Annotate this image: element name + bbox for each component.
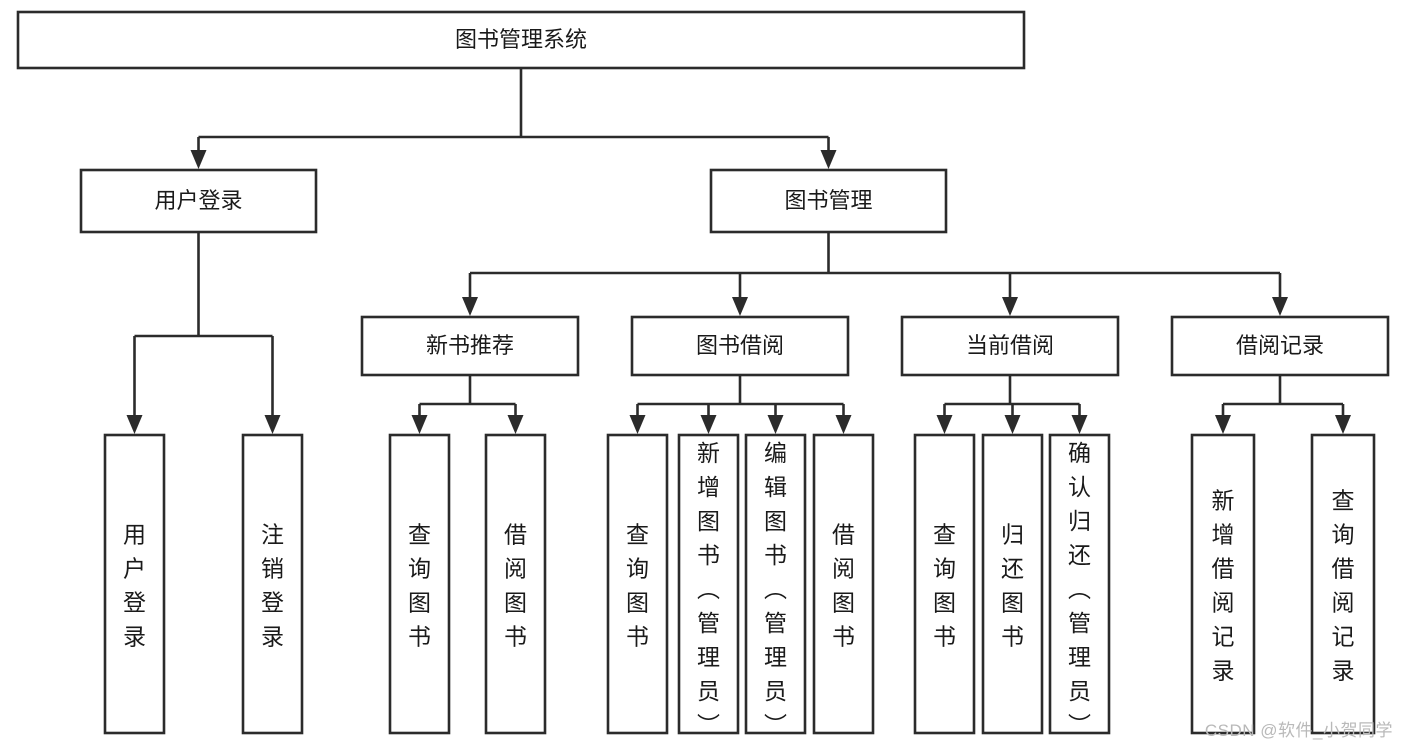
node-box-leaf-query-book-current bbox=[913, 433, 976, 735]
node-label-user-login: 用户登录 bbox=[154, 188, 242, 213]
node-box-new-book-recommend bbox=[360, 315, 580, 377]
node-label-leaf-query-book-borrow: 查询图书 bbox=[626, 522, 649, 650]
arrow-head-leaf-user-login bbox=[126, 415, 143, 434]
arrow-head-leaf-add-borrow-record bbox=[1215, 415, 1231, 434]
node-leaf-logout[interactable]: 注销登录 bbox=[241, 433, 304, 735]
node-box-leaf-logout bbox=[241, 433, 304, 735]
node-box-current-borrow bbox=[900, 315, 1120, 377]
node-label-leaf-edit-book-admin: 编辑图书︵管理员︶ bbox=[764, 440, 787, 738]
node-box-leaf-borrow-book-recommend bbox=[484, 433, 547, 735]
node-label-leaf-logout: 注销登录 bbox=[261, 522, 284, 650]
node-book-management[interactable]: 图书管理 bbox=[709, 168, 948, 234]
node-leaf-edit-book-admin[interactable]: 编辑图书︵管理员︶ bbox=[744, 433, 807, 738]
node-new-book-recommend[interactable]: 新书推荐 bbox=[360, 315, 580, 377]
node-box-leaf-query-book-recommend bbox=[388, 433, 451, 735]
node-box-leaf-borrow-book bbox=[812, 433, 875, 735]
arrow-head-leaf-query-book-recommend bbox=[411, 415, 428, 434]
node-label-leaf-return-book: 归还图书 bbox=[1001, 522, 1024, 650]
node-root[interactable]: 图书管理系统 bbox=[16, 10, 1026, 70]
arrow-head-leaf-confirm-return-admin bbox=[1071, 415, 1088, 434]
node-label-book-borrow: 图书借阅 bbox=[696, 333, 784, 358]
node-label-current-borrow: 当前借阅 bbox=[966, 333, 1054, 358]
node-box-leaf-add-book-admin bbox=[677, 433, 740, 735]
arrow-head-borrow-record bbox=[1272, 297, 1288, 316]
arrow-head-leaf-query-book-borrow bbox=[629, 415, 646, 434]
node-label-root: 图书管理系统 bbox=[455, 27, 587, 52]
node-current-borrow[interactable]: 当前借阅 bbox=[900, 315, 1120, 377]
node-label-leaf-add-borrow-record: 新增借阅记录 bbox=[1212, 488, 1235, 684]
node-label-leaf-borrow-book-recommend: 借阅图书 bbox=[504, 522, 527, 650]
node-box-leaf-add-borrow-record bbox=[1190, 433, 1256, 735]
node-leaf-query-book-current[interactable]: 查询图书 bbox=[913, 433, 976, 735]
node-box-leaf-edit-book-admin bbox=[744, 433, 807, 735]
node-leaf-query-book-borrow[interactable]: 查询图书 bbox=[606, 433, 669, 735]
node-borrow-record[interactable]: 借阅记录 bbox=[1170, 315, 1390, 377]
node-box-leaf-user-login bbox=[103, 433, 166, 735]
node-label-leaf-query-book-recommend: 查询图书 bbox=[408, 522, 431, 650]
node-box-leaf-confirm-return-admin bbox=[1048, 433, 1111, 735]
node-box-root bbox=[16, 10, 1026, 70]
arrow-head-book-management bbox=[820, 150, 837, 169]
arrow-head-leaf-add-book-admin bbox=[700, 415, 717, 434]
node-leaf-user-login[interactable]: 用户登录 bbox=[103, 433, 166, 735]
arrow-head-user-login bbox=[190, 150, 207, 169]
node-leaf-query-book-recommend[interactable]: 查询图书 bbox=[388, 433, 451, 735]
node-label-leaf-query-borrow-record: 查询借阅记录 bbox=[1332, 488, 1355, 684]
node-leaf-add-book-admin[interactable]: 新增图书︵管理员︶ bbox=[677, 433, 740, 738]
node-leaf-confirm-return-admin[interactable]: 确认归还︵管理员︶ bbox=[1048, 433, 1111, 738]
node-label-leaf-add-book-admin: 新增图书︵管理员︶ bbox=[697, 440, 720, 738]
node-leaf-query-borrow-record[interactable]: 查询借阅记录 bbox=[1310, 433, 1376, 735]
node-box-leaf-query-borrow-record bbox=[1310, 433, 1376, 735]
node-box-leaf-query-book-borrow bbox=[606, 433, 669, 735]
connectors-layer bbox=[126, 68, 1351, 434]
nodes-layer: 图书管理系统用户登录图书管理新书推荐图书借阅当前借阅借阅记录用户登录注销登录查询… bbox=[16, 10, 1390, 738]
node-box-leaf-return-book bbox=[981, 433, 1044, 735]
node-leaf-borrow-book-recommend[interactable]: 借阅图书 bbox=[484, 433, 547, 735]
arrow-head-leaf-borrow-book bbox=[835, 415, 852, 434]
node-leaf-borrow-book[interactable]: 借阅图书 bbox=[812, 433, 875, 735]
node-box-book-management bbox=[709, 168, 948, 234]
node-label-book-management: 图书管理 bbox=[784, 188, 872, 213]
node-box-borrow-record bbox=[1170, 315, 1390, 377]
arrow-head-leaf-return-book bbox=[1004, 415, 1021, 434]
arrow-head-current-borrow bbox=[1002, 297, 1018, 316]
node-box-user-login bbox=[79, 168, 318, 234]
watermark-label: CSDN @软件_小贺同学 bbox=[1204, 721, 1393, 740]
arrow-head-leaf-borrow-book-recommend bbox=[507, 415, 524, 434]
arrow-head-book-borrow bbox=[732, 297, 748, 316]
node-label-leaf-borrow-book: 借阅图书 bbox=[832, 522, 855, 650]
node-leaf-add-borrow-record[interactable]: 新增借阅记录 bbox=[1190, 433, 1256, 735]
node-label-leaf-confirm-return-admin: 确认归还︵管理员︶ bbox=[1068, 440, 1091, 738]
arrow-head-leaf-query-borrow-record bbox=[1335, 415, 1351, 434]
arrow-head-new-book-recommend bbox=[462, 297, 478, 316]
node-label-new-book-recommend: 新书推荐 bbox=[426, 333, 514, 358]
arrow-head-leaf-query-book-current bbox=[936, 415, 953, 434]
node-label-leaf-user-login: 用户登录 bbox=[123, 522, 146, 650]
arrow-head-leaf-edit-book-admin bbox=[767, 415, 784, 434]
arrow-head-leaf-logout bbox=[264, 415, 281, 434]
node-book-borrow[interactable]: 图书借阅 bbox=[630, 315, 850, 377]
node-label-borrow-record: 借阅记录 bbox=[1236, 333, 1324, 358]
node-leaf-return-book[interactable]: 归还图书 bbox=[981, 433, 1044, 735]
node-box-book-borrow bbox=[630, 315, 850, 377]
node-user-login[interactable]: 用户登录 bbox=[79, 168, 318, 234]
node-label-leaf-query-book-current: 查询图书 bbox=[933, 522, 956, 650]
